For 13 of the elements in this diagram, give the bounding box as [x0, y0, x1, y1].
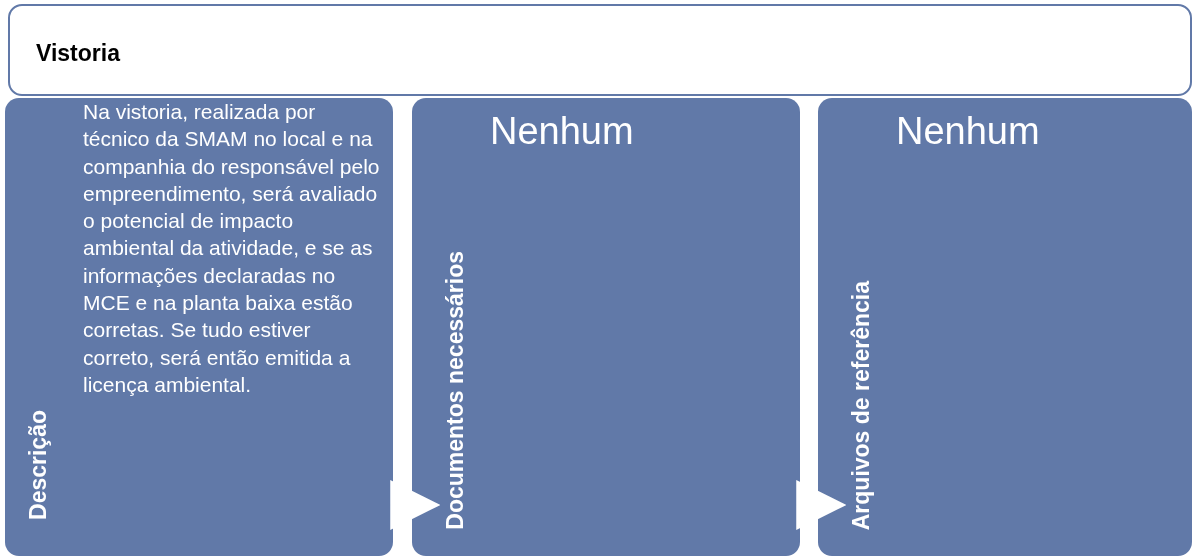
title-text: Vistoria: [36, 40, 120, 67]
panel-heading: Arquivos de referência: [848, 280, 875, 530]
content-panel: [5, 98, 393, 556]
panel-text: Nenhum: [896, 110, 1040, 153]
panel-text: Nenhum: [490, 110, 634, 153]
panel-heading: Descrição: [25, 410, 52, 520]
title-box: [8, 4, 1192, 96]
arrow: [390, 480, 441, 530]
arrow: [796, 480, 847, 530]
description-text: Na vistoria, realizada por técnico da SMAM no local e na companhia do responsável pelo empreendimento, será avaliado o potencial de impacto ambiental da atividade, e se as informações declaradas no MCE e na planta baixa estão corretas. Se tudo estiver correto, será então emitida a licença ambiental.: [83, 99, 381, 398]
content-panel: [412, 98, 800, 556]
panel-heading: Documentos necessários: [442, 251, 469, 530]
content-panel: [818, 98, 1192, 556]
